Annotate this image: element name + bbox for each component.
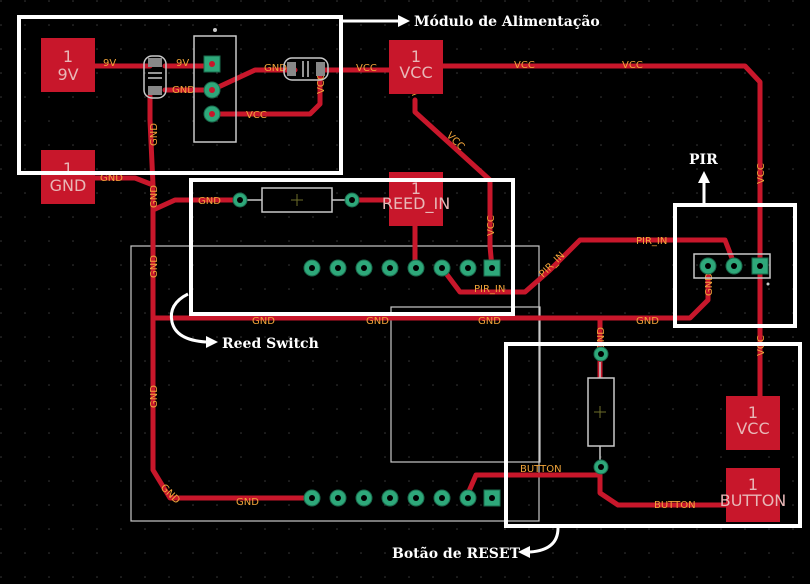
net-label-vcc: VCC: [246, 110, 267, 121]
net-label-vcc: VCC: [756, 163, 767, 184]
pad-number: 1: [63, 159, 73, 178]
net-label-gnd: GND: [236, 497, 259, 508]
net-label-gnd: GND: [198, 196, 221, 207]
pad-number: 1: [411, 179, 421, 198]
net-label-button: BUTTON: [654, 500, 696, 511]
net-label-gnd: GND: [149, 123, 160, 146]
net-label-gnd: GND: [596, 327, 607, 350]
net-label-gnd: GND: [636, 316, 659, 327]
net-label-gnd: GND: [149, 255, 160, 278]
pad-label: REED_IN: [382, 194, 450, 214]
net-label-gnd: GND: [172, 85, 195, 96]
pad-number: 1: [748, 475, 758, 494]
callout-box-reset: [504, 342, 802, 528]
pad-number: 1: [748, 403, 758, 422]
pad-9v[interactable]: 1 9V: [41, 38, 95, 92]
module-outline: [130, 245, 540, 522]
trace-pir-in: [439, 237, 738, 295]
voltage-regulator[interactable]: [193, 28, 237, 143]
pad-label: VCC: [399, 63, 432, 82]
net-label-gnd: GND: [149, 185, 160, 208]
callout-box-power-module: [17, 15, 343, 175]
pad-label: VCC: [736, 419, 769, 438]
resistor-reed[interactable]: [232, 187, 360, 213]
net-label-vcc: VCC: [316, 73, 327, 94]
net-label-vcc: VCC: [356, 63, 377, 74]
pad-gnd[interactable]: 1 GND: [41, 150, 95, 204]
net-label-gnd: GND: [264, 63, 287, 74]
arrow-power-module: [341, 15, 410, 27]
pad-vcc-right[interactable]: 1 VCC: [726, 396, 780, 450]
header-row-bottom[interactable]: [303, 489, 501, 507]
arrow-reset: [518, 527, 560, 558]
capacitor-c1[interactable]: [143, 55, 167, 99]
pad-vcc-top[interactable]: 1 VCC: [389, 40, 443, 94]
net-label-pir-in: PIR_IN: [636, 236, 667, 247]
trace-button: [463, 472, 755, 508]
net-label-gnd: GND: [366, 316, 389, 327]
net-label-pir-in: PIR_IN: [474, 284, 505, 295]
module-inner-outline: [390, 306, 541, 463]
net-label-button: BUTTON: [520, 464, 562, 475]
net-label-gnd: GND: [478, 316, 501, 327]
net-label-gnd: GND: [149, 385, 160, 408]
net-label-gnd: GND: [704, 273, 715, 296]
callout-label-reset: Botão de RESET: [392, 545, 521, 562]
pad-button[interactable]: 1 BUTTON: [720, 468, 787, 522]
pad-label: 9V: [57, 65, 78, 84]
callout-label-reed-switch: Reed Switch: [222, 336, 319, 352]
net-label-vcc: VCC: [622, 60, 643, 71]
arrow-reed-switch: [169, 292, 218, 348]
net-label-gnd: GND: [252, 316, 275, 327]
capacitor-c2[interactable]: [283, 57, 329, 81]
callout-label-pir: PIR: [689, 152, 718, 168]
arrow-pir: [698, 171, 710, 205]
callout-box-pir: [673, 203, 797, 328]
net-label-vcc: VCC: [514, 60, 535, 71]
net-label-9v: 9V: [103, 58, 116, 69]
pad-number: 1: [63, 47, 73, 66]
callout-label-power-module: Módulo de Alimentação: [414, 13, 600, 30]
callout-box-reed-switch: [189, 178, 515, 316]
pad-label: GND: [50, 176, 87, 195]
pir-connector[interactable]: [693, 253, 771, 286]
net-label-gnd: GND: [100, 173, 123, 184]
header-row-top[interactable]: [303, 259, 501, 277]
net-label-vcc: VCC: [486, 215, 497, 236]
pad-label: BUTTON: [720, 491, 787, 510]
net-label-9v: 9V: [176, 58, 189, 69]
pad-number: 1: [411, 47, 421, 66]
resistor-reset[interactable]: [587, 346, 615, 475]
